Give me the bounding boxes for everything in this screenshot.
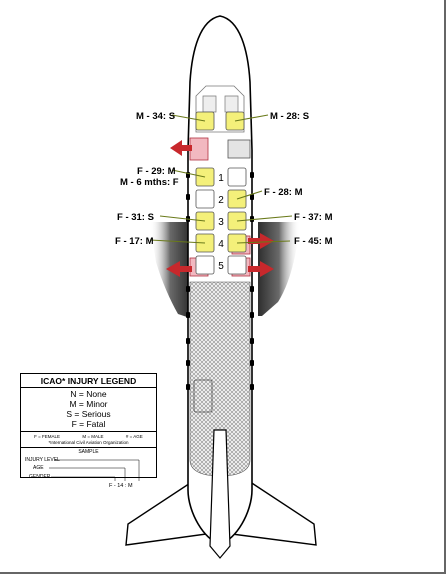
legend-code: F = FEMALE: [34, 434, 61, 439]
exit-arrow-wing-right: [248, 261, 274, 277]
cockpit-area: [195, 85, 245, 133]
row-number: 5: [218, 261, 224, 272]
legend-sample: SAMPLE INJURY LEVEL AGE GENDER F - 14 : …: [21, 448, 156, 496]
sample-key-injury-level: INJURY LEVEL: [25, 457, 60, 463]
fire-damage-right: [258, 222, 300, 316]
occupant-label: F - 29: M: [137, 166, 176, 177]
occupant-label: F - 37: M: [294, 212, 333, 223]
sample-title: SAMPLE: [78, 449, 99, 455]
sample-value: F - 14 : M: [109, 483, 133, 489]
exit-arrow-right-row4: [248, 233, 274, 249]
sample-leader-lines: [49, 459, 140, 481]
sample-key-gender: GENDER: [29, 474, 51, 480]
occupant-label: M - 28: S: [270, 111, 309, 122]
row-number: 2: [218, 195, 224, 206]
cargo-door-outline: [193, 379, 213, 413]
injury-legend: ICAO* INJURY LEGEND N = None M = Minor S…: [20, 373, 157, 489]
galley-block-left: [189, 137, 209, 161]
legend-code: # = AGE: [125, 434, 143, 439]
exit-arrow-wing-left: [166, 261, 192, 277]
occupant-label: F - 17: M: [115, 236, 154, 247]
cockpit-seat-right: [224, 95, 239, 113]
row-number: 4: [218, 239, 224, 250]
seat-row-numbers: 1 2 3 4 5: [218, 173, 224, 272]
occupant-leader-lines: [149, 114, 293, 244]
legend-footnote: *International Civil Aviation Organizati…: [21, 439, 156, 448]
vertical-fin: [209, 429, 231, 559]
legend-title: ICAO* INJURY LEGEND: [21, 374, 156, 388]
legend-line: N = None: [70, 389, 107, 399]
exit-arrow-front-left: [170, 140, 192, 156]
legend-injury-levels: N = None M = Minor S = Serious F = Fatal: [21, 388, 156, 432]
galley-block-right: [227, 139, 251, 159]
cockpit-seat-left: [202, 95, 217, 113]
occupant-label: F - 31: S: [117, 212, 154, 223]
legend-line: S = Serious: [66, 409, 111, 419]
sample-key-age: AGE: [33, 465, 44, 471]
legend-codes: F = FEMALE M = MALE # = AGE: [21, 432, 156, 439]
occupant-label: M - 34: S: [136, 111, 175, 122]
occupant-label: F - 45: M: [294, 236, 333, 247]
legend-code: M = MALE: [82, 434, 104, 439]
row-number: 1: [218, 173, 224, 184]
occupant-label: M - 6 mths: F: [120, 177, 179, 188]
occupant-labels: M - 34: S M - 28: S F - 29: M M - 6 mths…: [115, 111, 333, 247]
row-number: 3: [218, 217, 224, 228]
legend-line: M = Minor: [69, 399, 108, 409]
occupant-label: F - 28: M: [264, 187, 303, 198]
legend-line: F = Fatal: [71, 419, 106, 429]
